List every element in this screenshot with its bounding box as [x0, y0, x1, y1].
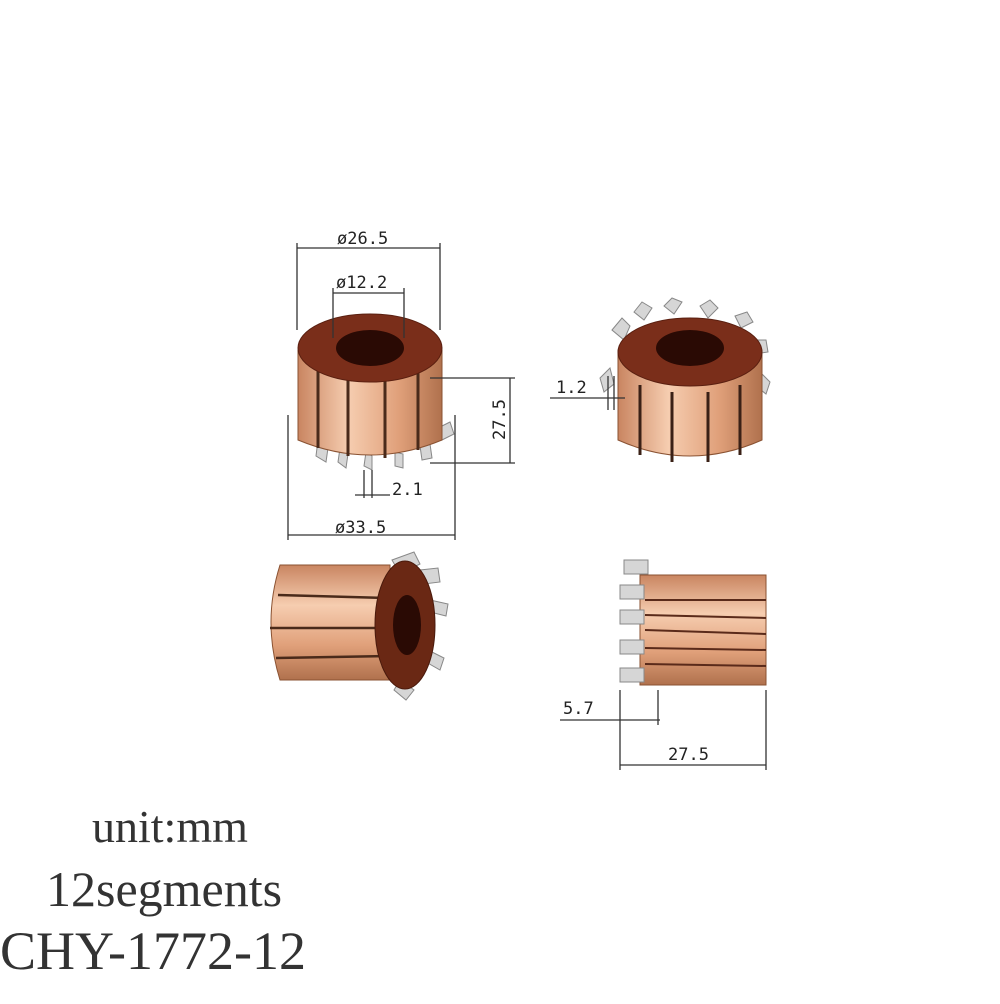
segment-gaps	[316, 365, 420, 458]
commutator-side-view-left	[270, 551, 449, 701]
commutator-angled-view	[599, 297, 771, 462]
commutator-side-view-right	[619, 559, 767, 686]
dimension-lines-front	[287, 243, 515, 540]
segment-gaps-2	[638, 385, 742, 462]
bore	[336, 330, 404, 366]
caption-model: CHY-1772-12	[0, 921, 306, 981]
dim-inner-diameter: ø12.2	[336, 273, 387, 293]
dimension-lines-angled	[550, 376, 625, 410]
dim-hook-length: 5.7	[563, 699, 594, 719]
commutator-front-view	[297, 313, 455, 471]
dim-hook-thickness: 1.2	[556, 378, 587, 398]
dimension-lines-side	[560, 690, 767, 770]
dim-hook-diameter: ø33.5	[335, 518, 386, 538]
caption-unit: unit:mm	[92, 801, 248, 852]
dim-height: 27.5	[490, 399, 510, 440]
dim-hook-width: 2.1	[392, 480, 423, 500]
dim-length: 27.5	[668, 745, 709, 765]
dim-outer-diameter: ø26.5	[337, 229, 388, 249]
caption-segments: 12segments	[46, 861, 283, 917]
